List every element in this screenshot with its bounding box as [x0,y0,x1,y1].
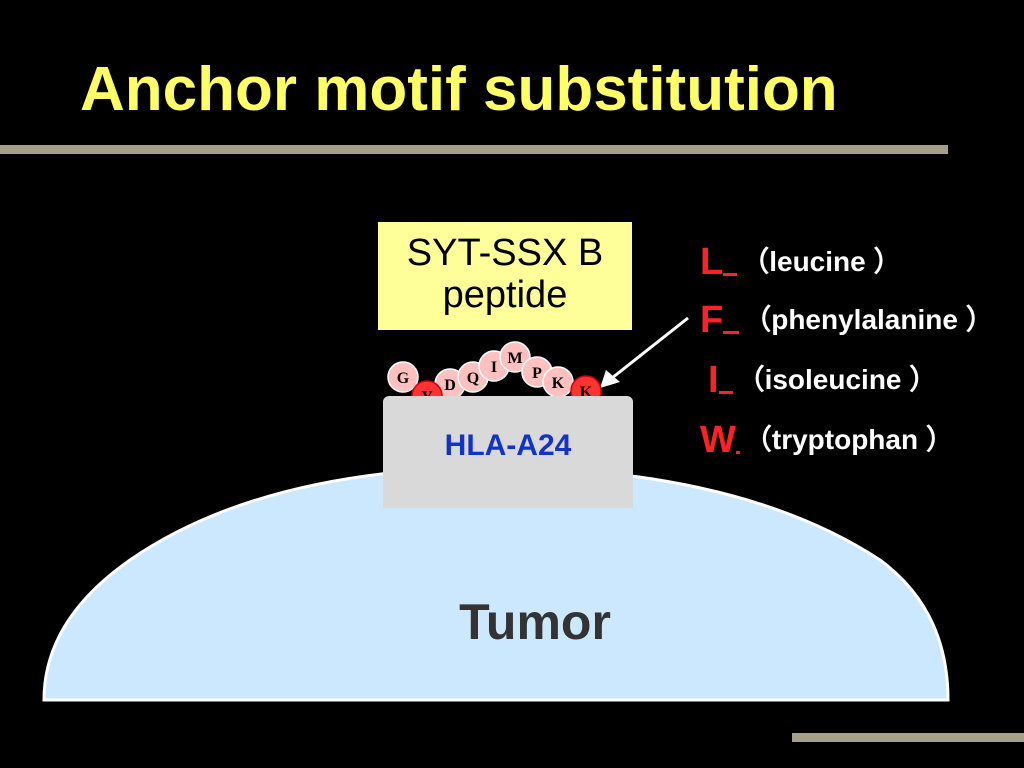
residue-letter: M [507,350,522,367]
peptide-label-line1: SYT-SSX B [406,232,604,274]
title-underline [0,145,948,154]
peptide-residues: GDQIMPKYK [387,341,602,412]
substitution-name: （leucine ） [741,246,902,277]
residue-letter: D [444,377,456,394]
residue-letter: P [532,365,542,382]
residue-letter: K [552,375,565,392]
footer-rule [792,733,1024,742]
substitution-underline [723,331,740,334]
hla-label: HLA-A24 [444,429,572,462]
hla-molecule [383,396,633,508]
peptide-label-box: SYT-SSX B peptide [378,222,632,330]
substitution-item: L （leucine ） [700,240,901,290]
substitution-item: F （phenylalanine ） [700,298,994,348]
substitution-letter: L [700,241,724,283]
peptide-label-line2: peptide [442,274,568,316]
substitution-name: （tryptophan ） [743,424,954,455]
residue-letter: I [491,359,497,376]
substitution-letter: W [700,419,736,461]
pointer-arrow-line [611,316,689,380]
substitution-underline [723,273,738,276]
pointer-arrow-head [600,370,620,388]
residue-circle [387,361,419,393]
peptide-residue: K [542,366,574,398]
substitution-letter: I [708,359,719,401]
substitution-item: W（tryptophan ） [700,418,954,468]
substitution-name: （isoleucine ） [736,364,938,395]
peptide-residue: M [499,341,531,373]
residue-letter: G [397,370,410,387]
substitution-name: （phenylalanine ） [743,304,994,335]
substitution-letter: F [700,299,724,341]
residue-circle [499,341,531,373]
substitution-underline [735,451,740,454]
slide-title: Anchor motif substitution [80,55,838,124]
residue-letter: Q [467,370,479,387]
peptide-residue: G [387,361,419,393]
substitution-item: I （isoleucine ） [708,358,937,408]
substitution-underline [718,391,733,394]
tumor-label: Tumor [459,594,611,650]
